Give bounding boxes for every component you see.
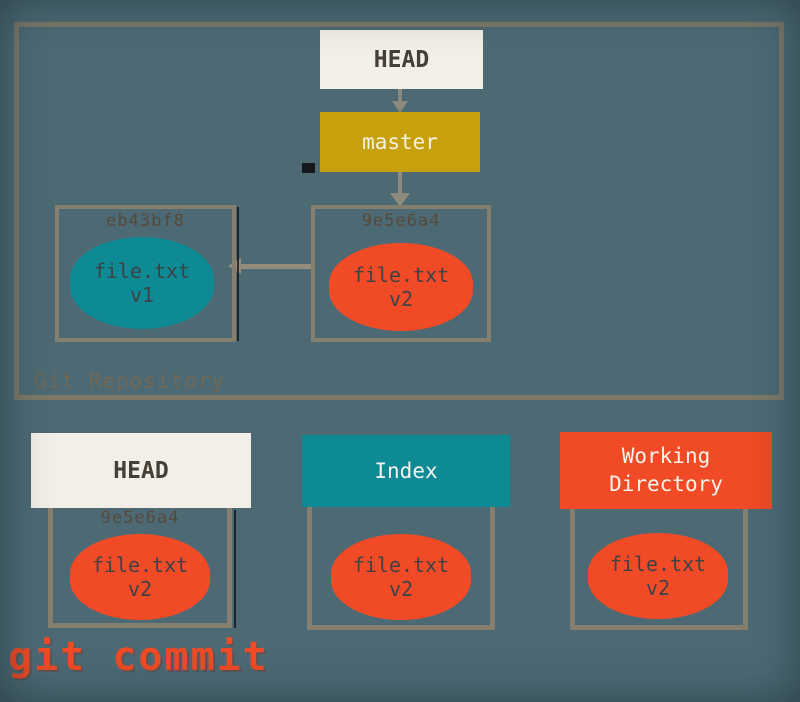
- head-pointer-box: HEAD: [320, 30, 483, 89]
- stray-ink-mark: [302, 163, 315, 173]
- head-pointer-label: HEAD: [373, 46, 430, 73]
- area-working-directory-header: Working Directory: [560, 432, 772, 509]
- file-name-label: file.txt: [93, 259, 191, 283]
- head-to-master-arrowhead-icon: [392, 101, 408, 113]
- area-index-header: Index: [302, 435, 510, 507]
- master-branch-label: master: [362, 130, 438, 154]
- commit-parent-connector: [240, 264, 312, 269]
- area-head-shadow-edge: [234, 510, 236, 628]
- git-repository-label: Git Repository: [34, 369, 226, 393]
- area-head-label: HEAD: [113, 457, 169, 484]
- area-working-directory-frame: file.txt v2: [570, 509, 748, 630]
- file-name-label: file.txt: [352, 553, 450, 577]
- file-name-label: file.txt: [352, 263, 450, 287]
- area-head-frame: 9e5e6a4 file.txt v2: [48, 508, 232, 628]
- commit-box-9e5e6a4: 9e5e6a4 file.txt v2: [311, 205, 491, 342]
- file-blob-v2: file.txt v2: [331, 534, 471, 620]
- commit-hash-label: eb43bf8: [106, 211, 185, 231]
- file-version-label: v2: [388, 577, 414, 601]
- commit-hash-label: 9e5e6a4: [361, 211, 441, 231]
- master-to-commit-arrowhead-icon: [390, 193, 410, 207]
- file-blob-v2: file.txt v2: [588, 533, 728, 619]
- head-to-master-connector: [398, 89, 402, 107]
- area-head-hash-label: 9e5e6a4: [100, 508, 180, 528]
- area-index-label: Index: [374, 459, 438, 483]
- master-branch-box: master: [320, 112, 480, 172]
- git-commit-caption: git commit: [8, 634, 269, 680]
- area-working-directory-label: Working Directory: [609, 444, 723, 496]
- git-repository-frame: Git Repository: [14, 22, 784, 400]
- file-blob-v2: file.txt v2: [329, 243, 473, 331]
- file-blob-v1: file.txt v1: [70, 237, 214, 329]
- file-version-label: v1: [129, 283, 155, 307]
- file-version-label: v2: [645, 576, 671, 600]
- area-head-header: HEAD: [31, 433, 251, 508]
- commit-box-shadow-edge: [237, 207, 239, 341]
- file-blob-v2: file.txt v2: [70, 534, 210, 620]
- file-name-label: file.txt: [609, 552, 707, 576]
- master-to-commit-connector: [398, 172, 402, 194]
- file-name-label: file.txt: [91, 553, 189, 577]
- area-index-frame: file.txt v2: [307, 507, 495, 630]
- commit-box-eb43bf8: eb43bf8 file.txt v1: [55, 205, 236, 342]
- file-version-label: v2: [127, 577, 153, 601]
- file-version-label: v2: [388, 287, 414, 311]
